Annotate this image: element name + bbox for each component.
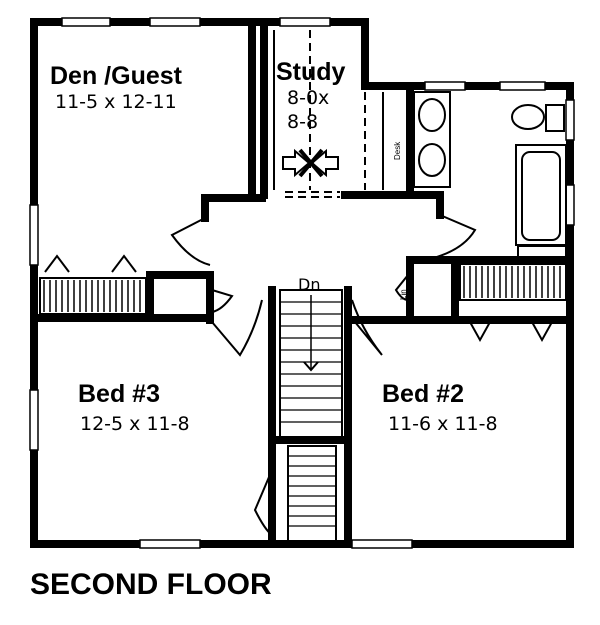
desk-label: Desk	[393, 141, 402, 160]
bed3-name: Bed #3	[78, 380, 160, 408]
stairs	[279, 289, 343, 543]
study-size-1: 8-0x	[287, 87, 329, 109]
windows	[29, 17, 575, 549]
shelves-label: Shelves	[261, 112, 270, 140]
study-name: Study	[276, 58, 346, 86]
den-name: Den /Guest	[50, 62, 183, 90]
walls	[30, 18, 574, 548]
bath-fixtures	[413, 91, 567, 259]
study-size-2: 8-8	[287, 111, 318, 133]
bed3-size: 12-5 x 11-8	[80, 413, 190, 435]
linen-label: Lin	[399, 289, 408, 300]
study-details	[273, 30, 384, 198]
closets	[39, 254, 567, 343]
stairs-down-label: Dn	[298, 275, 320, 294]
bed2-name: Bed #2	[382, 380, 464, 408]
floor-title: SECOND FLOOR	[30, 568, 272, 601]
bed2-size: 11-6 x 11-8	[388, 413, 498, 435]
den-size: 11-5 x 12-11	[55, 91, 177, 113]
door-swings	[170, 214, 477, 536]
